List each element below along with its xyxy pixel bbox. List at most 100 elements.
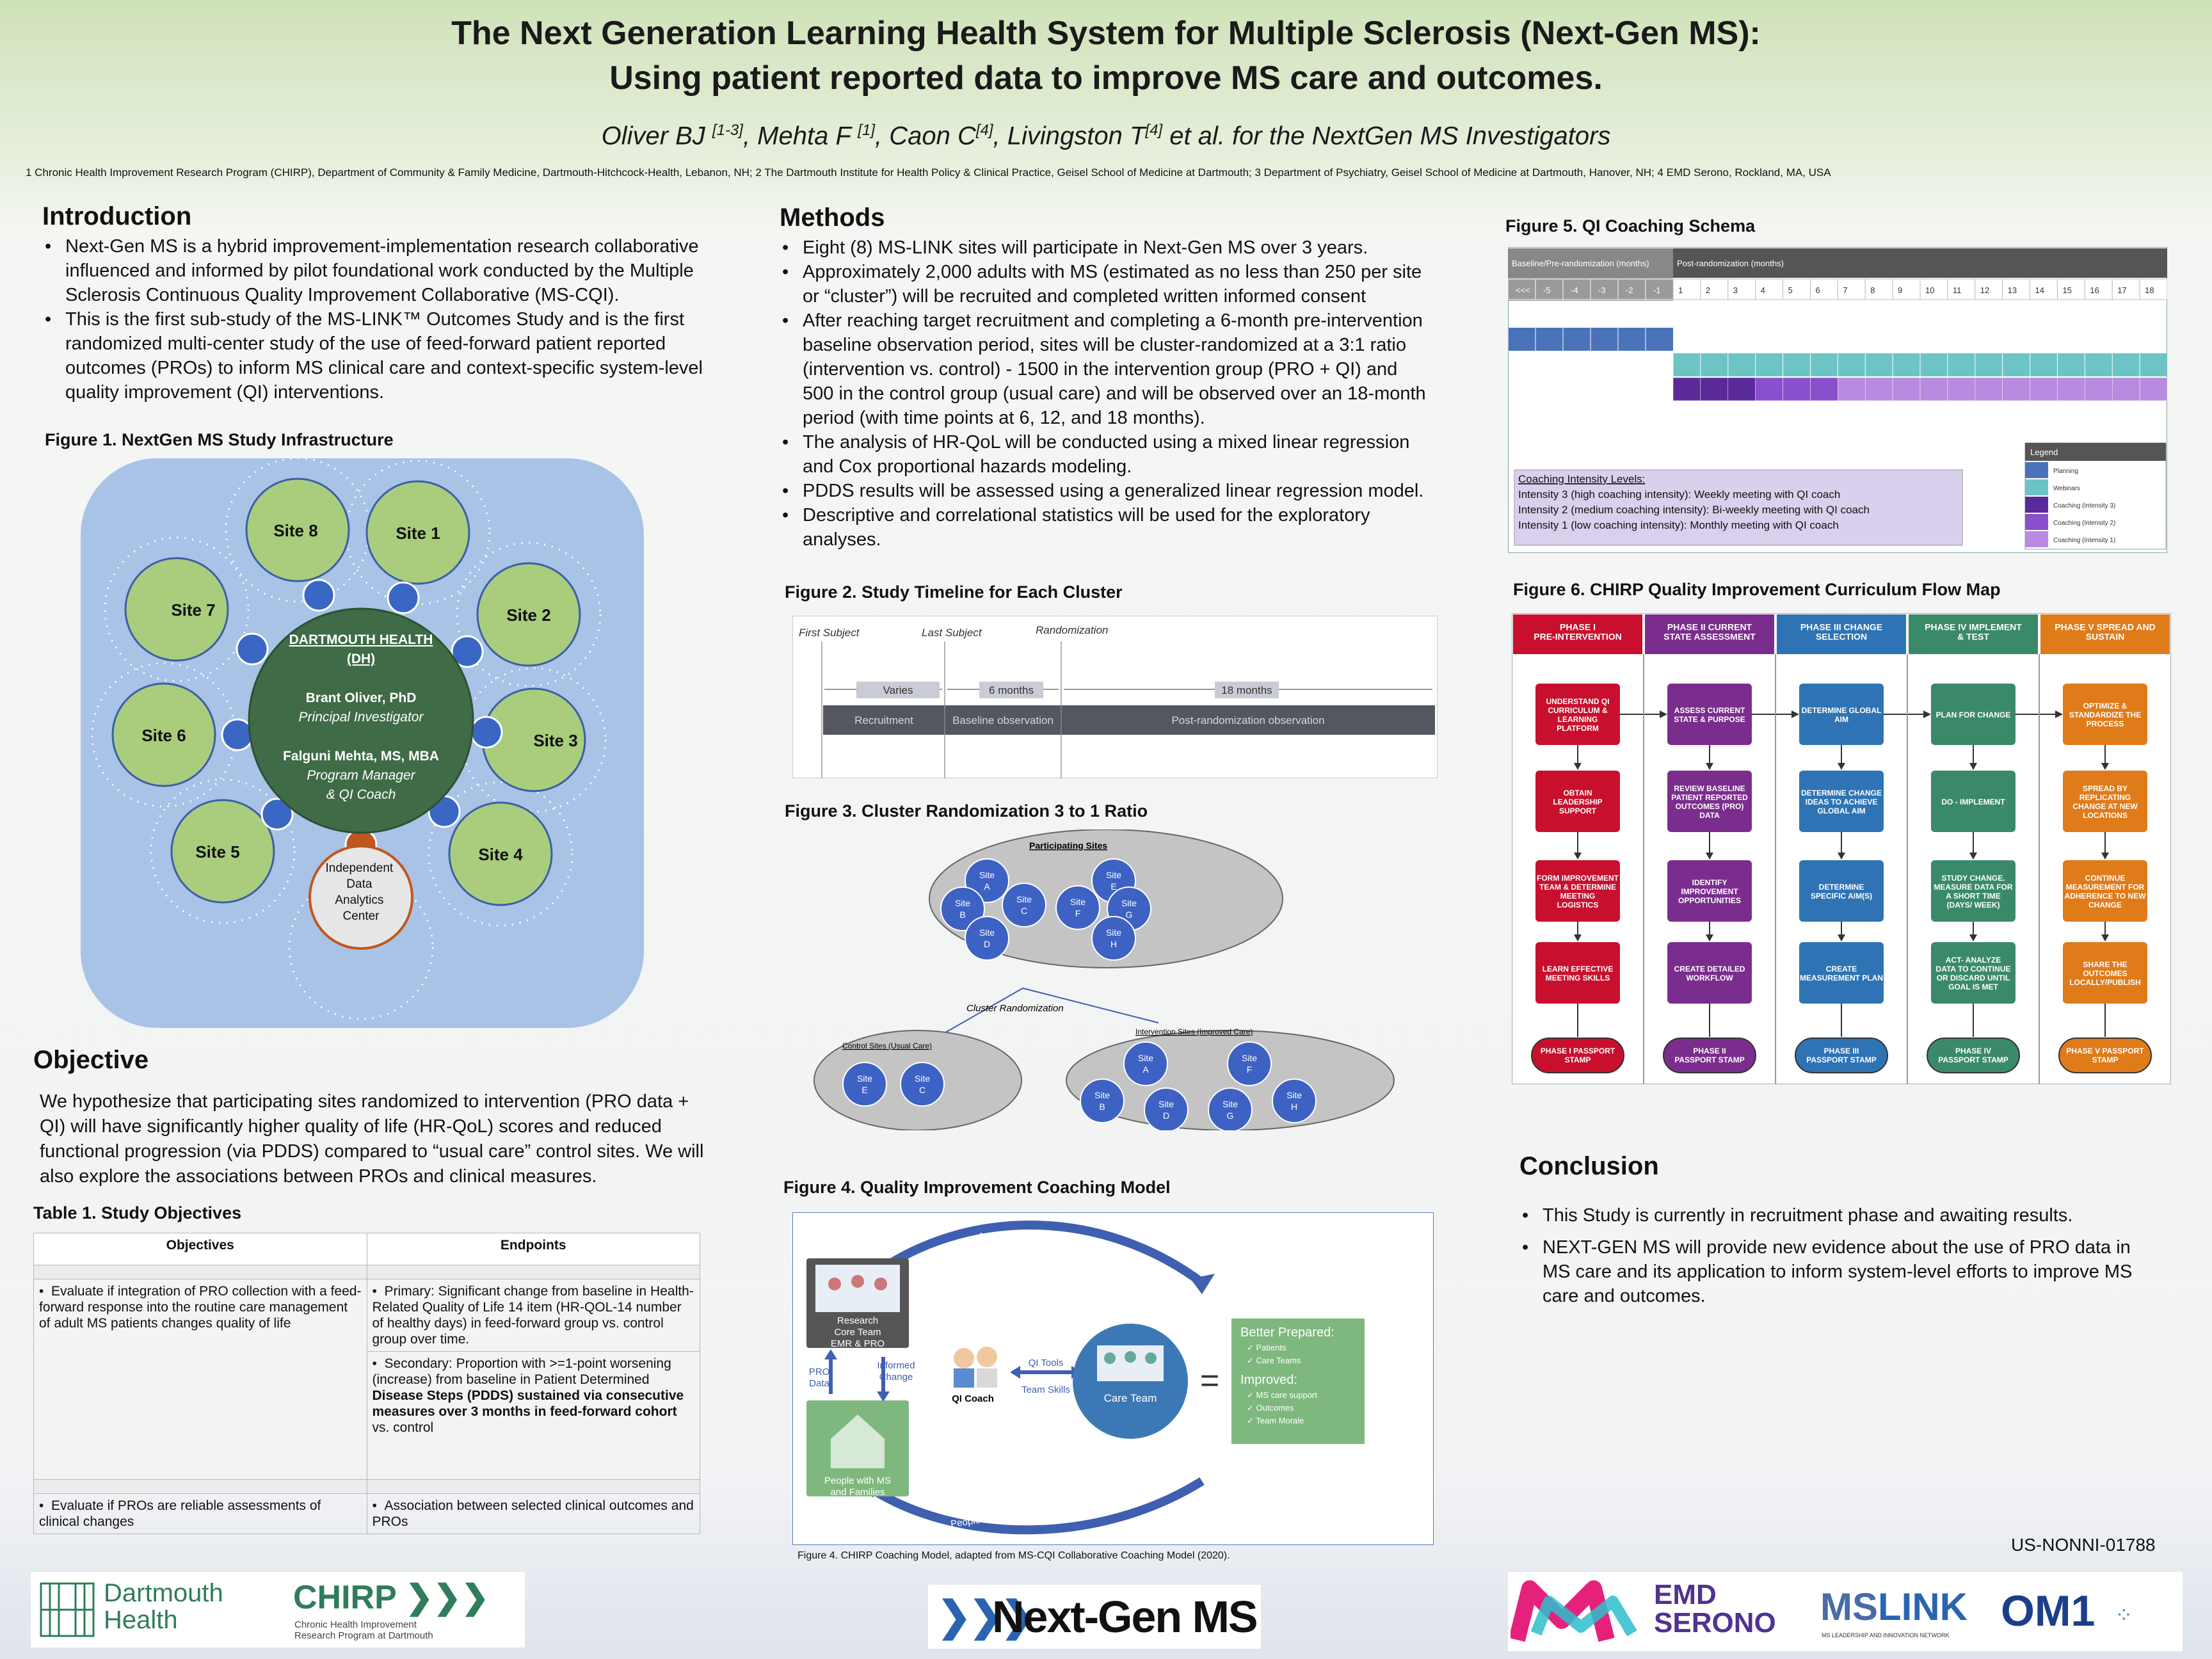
site-bubble-letter: G — [1126, 910, 1133, 920]
endpoint-2-tail: vs. control — [372, 1420, 434, 1435]
methods-bullet: Approximately 2,000 adults with MS (esti… — [780, 260, 1432, 309]
nextgen-logo-text: Next-Gen MS — [992, 1592, 1258, 1642]
objective-heading: Objective — [33, 1046, 149, 1074]
coaching-cell — [2002, 377, 2030, 401]
methods-bullet: Descriptive and correlational statistics… — [780, 503, 1432, 552]
flow-step — [1535, 860, 1620, 922]
svg-text:OUTCOMES (PRO): OUTCOMES (PRO) — [1676, 802, 1744, 811]
site-label: Site 3 — [533, 731, 577, 750]
flow-step — [1799, 860, 1884, 922]
svg-text:UNDERSTAND QI: UNDERSTAND QI — [1546, 697, 1609, 706]
svg-text:✓ Care Teams: ✓ Care Teams — [1247, 1356, 1301, 1365]
site-bubble-letter: F — [1247, 1064, 1253, 1075]
intervention-site-bubble — [1227, 1041, 1272, 1086]
post-month-label: 16 — [2090, 285, 2099, 295]
svg-text:PHASE I: PHASE I — [1560, 622, 1596, 632]
post-month-label: 6 — [1815, 285, 1820, 295]
chirp-logo-text: CHIRP ❯❯❯ — [293, 1579, 490, 1616]
intervention-site-bubble — [1144, 1087, 1189, 1130]
first-subject-label: First Subject — [799, 627, 860, 639]
flow-step — [1931, 860, 2016, 922]
pre-month-label: -2 — [1626, 285, 1633, 295]
methods-bullet: The analysis of HR-QoL will be conducted… — [780, 430, 1432, 479]
site-bubble — [940, 886, 985, 931]
svg-text:DETERMINE: DETERMINE — [1819, 883, 1864, 892]
dartmouth-chirp-logo-panel: Dartmouth Health CHIRP ❯❯❯ Chronic Healt… — [31, 1572, 525, 1647]
svg-text:IDENTIFY: IDENTIFY — [1692, 878, 1727, 887]
site-bubble-letter: H — [1110, 939, 1117, 949]
coaching-cell — [1810, 377, 1838, 401]
qi-coach-label: QI Coach — [952, 1393, 994, 1404]
post-month-label: 7 — [1843, 285, 1847, 295]
om1-logo: OM1 — [2001, 1587, 2096, 1635]
pi-role: Principal Investigator — [299, 710, 424, 725]
endpoint-2-bold: Disease Steps (PDDS) sustained via conse… — [372, 1388, 684, 1419]
flow-step — [1667, 942, 1752, 1004]
coaching-cell — [1727, 377, 1756, 401]
post-month-label: 11 — [1953, 285, 1962, 295]
svg-text:STUDY CHANGE.: STUDY CHANGE. — [1941, 874, 2005, 883]
svg-text:✓ Patients: ✓ Patients — [1247, 1343, 1286, 1352]
svg-text:CURRICULUM &: CURRICULUM & — [1548, 706, 1608, 715]
site-bubble-label: Site — [1138, 1053, 1153, 1063]
equals-sign: = — [1200, 1362, 1219, 1399]
flow-step — [1667, 771, 1752, 832]
flow-step — [1799, 771, 1884, 832]
svg-text:WORKFLOW: WORKFLOW — [1686, 974, 1733, 982]
pre-month-label: -3 — [1598, 285, 1606, 295]
svg-text:PHASE IV: PHASE IV — [1955, 1046, 1991, 1055]
post-month-label: 18 — [2145, 285, 2154, 295]
emd-serono-text: EMD SERONO — [1654, 1581, 1776, 1637]
svg-text:PHASE II: PHASE II — [1693, 1046, 1726, 1055]
eighteen-months-label: 18 months — [1221, 684, 1272, 696]
post-month-label: 8 — [1870, 285, 1875, 295]
endpoint-3: Association between selected clinical ou… — [372, 1498, 694, 1529]
passport-stamp — [1531, 1038, 1624, 1073]
post-month-label: 5 — [1788, 285, 1793, 295]
site-bubble-letter: C — [919, 1085, 926, 1095]
table-row: • Primary: Significant change from basel… — [366, 1279, 700, 1352]
intensity-2: Intensity 2 (medium coaching intensity):… — [1518, 504, 1870, 516]
svg-text:MEETING: MEETING — [1560, 892, 1596, 901]
health-word: Health — [104, 1606, 178, 1634]
methods-bullet: PDDS results will be assessed using a ge… — [780, 479, 1432, 503]
figure1-caption: Figure 1. NextGen MS Study Infrastructur… — [45, 430, 394, 449]
post-header: Post-randomization (months) — [1677, 259, 1784, 268]
passport-stamp — [1927, 1038, 2020, 1073]
svg-text:PHASE IV IMPLEMENT: PHASE IV IMPLEMENT — [1925, 622, 2022, 632]
passport-stamp — [2058, 1038, 2152, 1073]
svg-text:REVIEW BASELINE: REVIEW BASELINE — [1674, 784, 1745, 793]
table-row: • Evaluate if PROs are reliable assessme… — [33, 1493, 367, 1534]
chirp-sub2: Research Program at Dartmouth — [294, 1630, 433, 1641]
intervention-site-bubble — [1123, 1041, 1168, 1086]
site-bubble — [1002, 883, 1046, 927]
methods-bullet: After reaching target recruitment and co… — [780, 309, 1432, 430]
site-bubble-label: Site — [979, 870, 995, 880]
flow-step — [1667, 684, 1752, 745]
post-month-label: 1 — [1678, 285, 1683, 295]
svg-text:PHASE V SPREAD AND: PHASE V SPREAD AND — [2055, 622, 2155, 632]
site-bubble-label: Site — [1158, 1099, 1174, 1109]
svg-text:IMPROVEMENT: IMPROVEMENT — [1681, 887, 1738, 896]
svg-text:ASSESS CURRENT: ASSESS CURRENT — [1674, 706, 1745, 715]
svg-text:PHASE I PASSPORT: PHASE I PASSPORT — [1541, 1046, 1615, 1055]
post-month-label: 10 — [1925, 285, 1934, 295]
objective-2: Evaluate if PROs are reliable assessment… — [39, 1498, 321, 1529]
introduction-bullet: Next-Gen MS is a hybrid improvement-impl… — [42, 234, 721, 307]
objective-1: Evaluate if integration of PRO collectio… — [39, 1284, 362, 1331]
flow-step — [1799, 942, 1884, 1004]
svg-text:SELECTION: SELECTION — [1816, 632, 1867, 642]
svg-text:STAMP: STAMP — [1564, 1055, 1591, 1064]
legend-swatch — [2025, 531, 2048, 547]
cluster-randomization-label: Cluster Randomization — [966, 1003, 1064, 1014]
post-month-label: 15 — [2062, 285, 2071, 295]
team-skills-label: Team Skills — [1022, 1384, 1070, 1395]
svg-text:(DAYS/ WEEK): (DAYS/ WEEK) — [1947, 901, 2000, 910]
figure2-timeline: First Subject Last Subject Randomization… — [792, 616, 1438, 778]
varies-label: Varies — [883, 684, 913, 696]
post-month-label: 17 — [2117, 285, 2126, 295]
svg-text:REPLICATING: REPLICATING — [2080, 793, 2131, 802]
